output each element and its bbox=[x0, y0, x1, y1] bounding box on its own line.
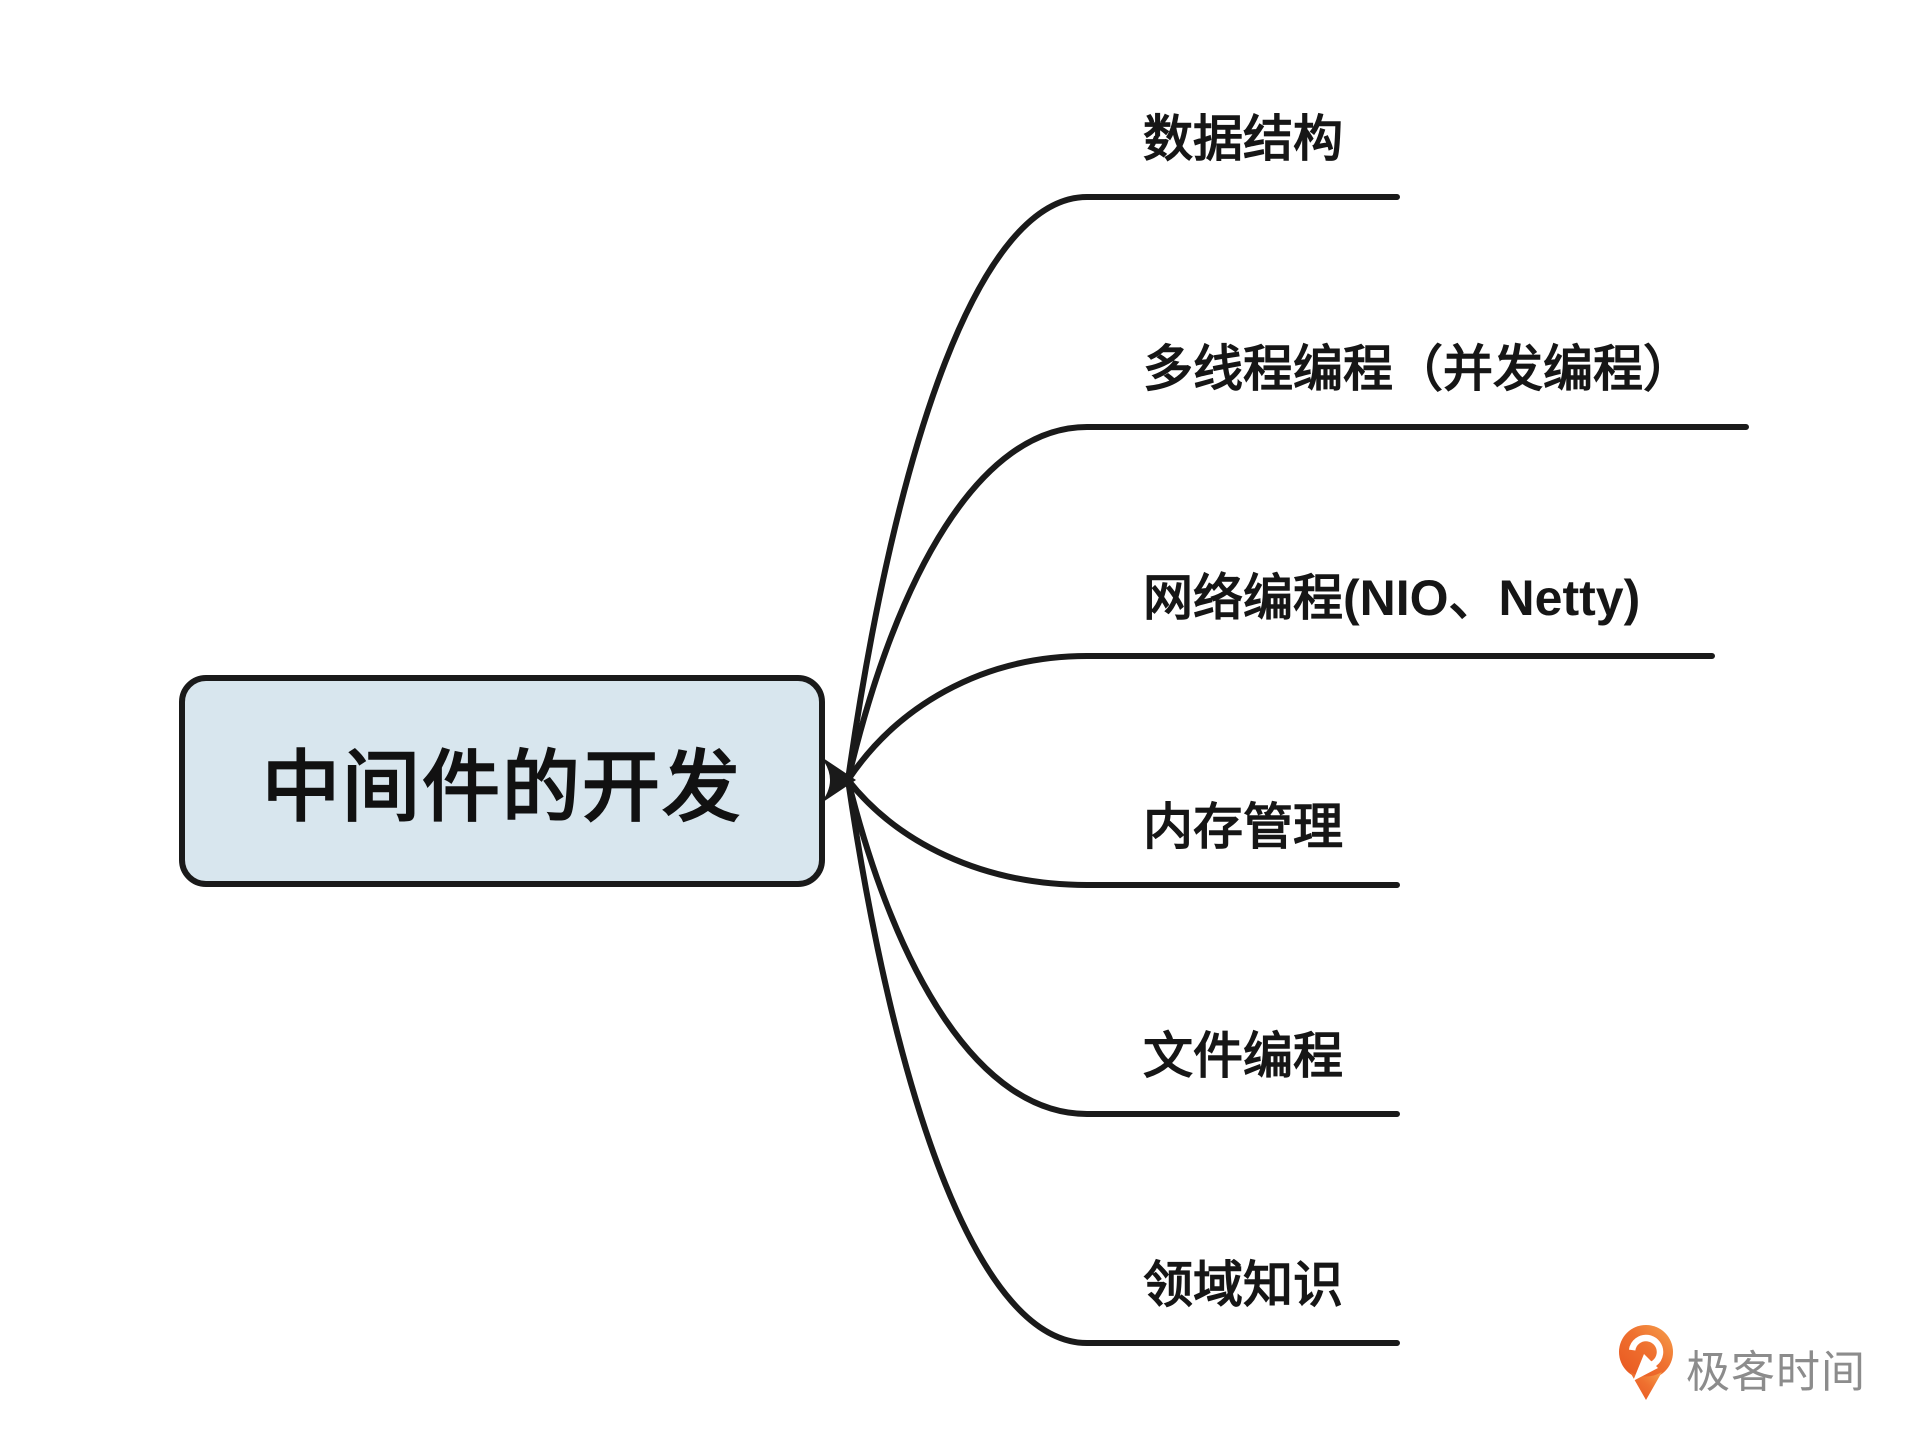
branch-curve-file-programming bbox=[845, 777, 1400, 1117]
geektime-logo-text: 极客时间 bbox=[1686, 1348, 1866, 1397]
branch-curve-multithreading bbox=[845, 424, 1749, 783]
branch-node-multithreading[interactable]: 多线程编程（并发编程） bbox=[1143, 341, 1693, 397]
geektime-logo-icon bbox=[1619, 1325, 1673, 1400]
root-node[interactable]: 中间件的开发 bbox=[182, 678, 822, 884]
branch-node-memory-management[interactable]: 内存管理 bbox=[1143, 799, 1343, 855]
branch-curve-data-structures bbox=[845, 194, 1400, 783]
branch-curve-network-programming bbox=[845, 653, 1715, 783]
branch-node-file-programming[interactable]: 文件编程 bbox=[1143, 1028, 1343, 1084]
geektime-logo: 极客时间 bbox=[1616, 1322, 1876, 1406]
branch-fan-tip bbox=[820, 756, 856, 804]
branch-node-data-structures[interactable]: 数据结构 bbox=[1143, 111, 1343, 167]
branch-node-network-programming[interactable]: 网络编程(NIO、Netty) bbox=[1143, 570, 1641, 626]
branch-node-domain-knowledge[interactable]: 领域知识 bbox=[1143, 1257, 1343, 1313]
root-node-label: 中间件的开发 bbox=[261, 743, 742, 831]
branch-curve-memory-management bbox=[845, 777, 1400, 888]
root-node-box bbox=[179, 675, 825, 887]
branch-curve-domain-knowledge bbox=[845, 777, 1400, 1346]
